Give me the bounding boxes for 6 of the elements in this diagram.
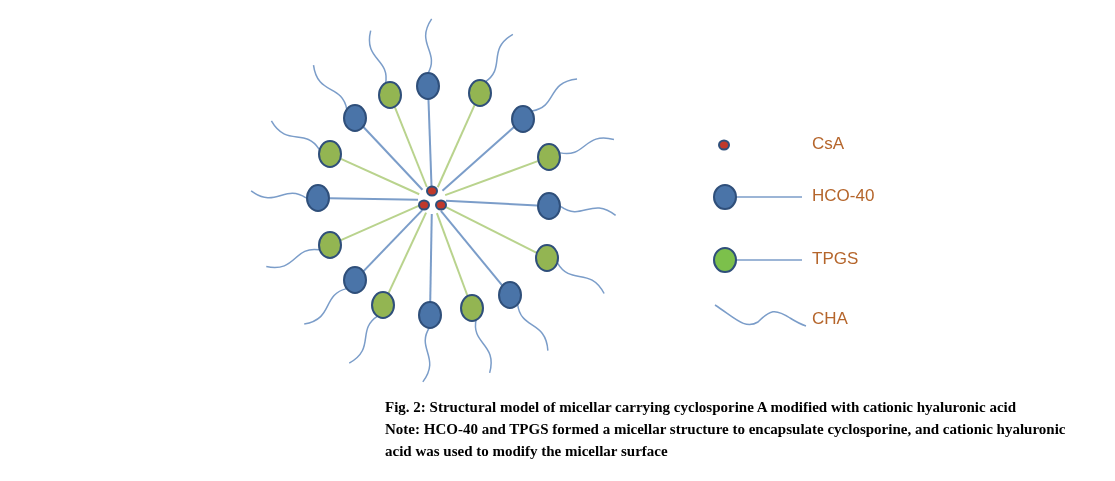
legend-text: CHA: [812, 309, 848, 329]
note-text: Note: HCO-40 and TPGS formed a micellar structure to encapsulate cyclosporine, and cationic hyaluronic acid was used to modify the micellar surface: [385, 420, 1067, 461]
legend-text: TPGS: [812, 249, 859, 269]
legend-text: CsA: [812, 134, 845, 154]
figure-caption: Fig. 2: Structural model of micellar carrying cyclosporine A modified with cationic hyaluronic acid: [385, 398, 1018, 417]
legend-text: HCO-40: [812, 186, 875, 206]
